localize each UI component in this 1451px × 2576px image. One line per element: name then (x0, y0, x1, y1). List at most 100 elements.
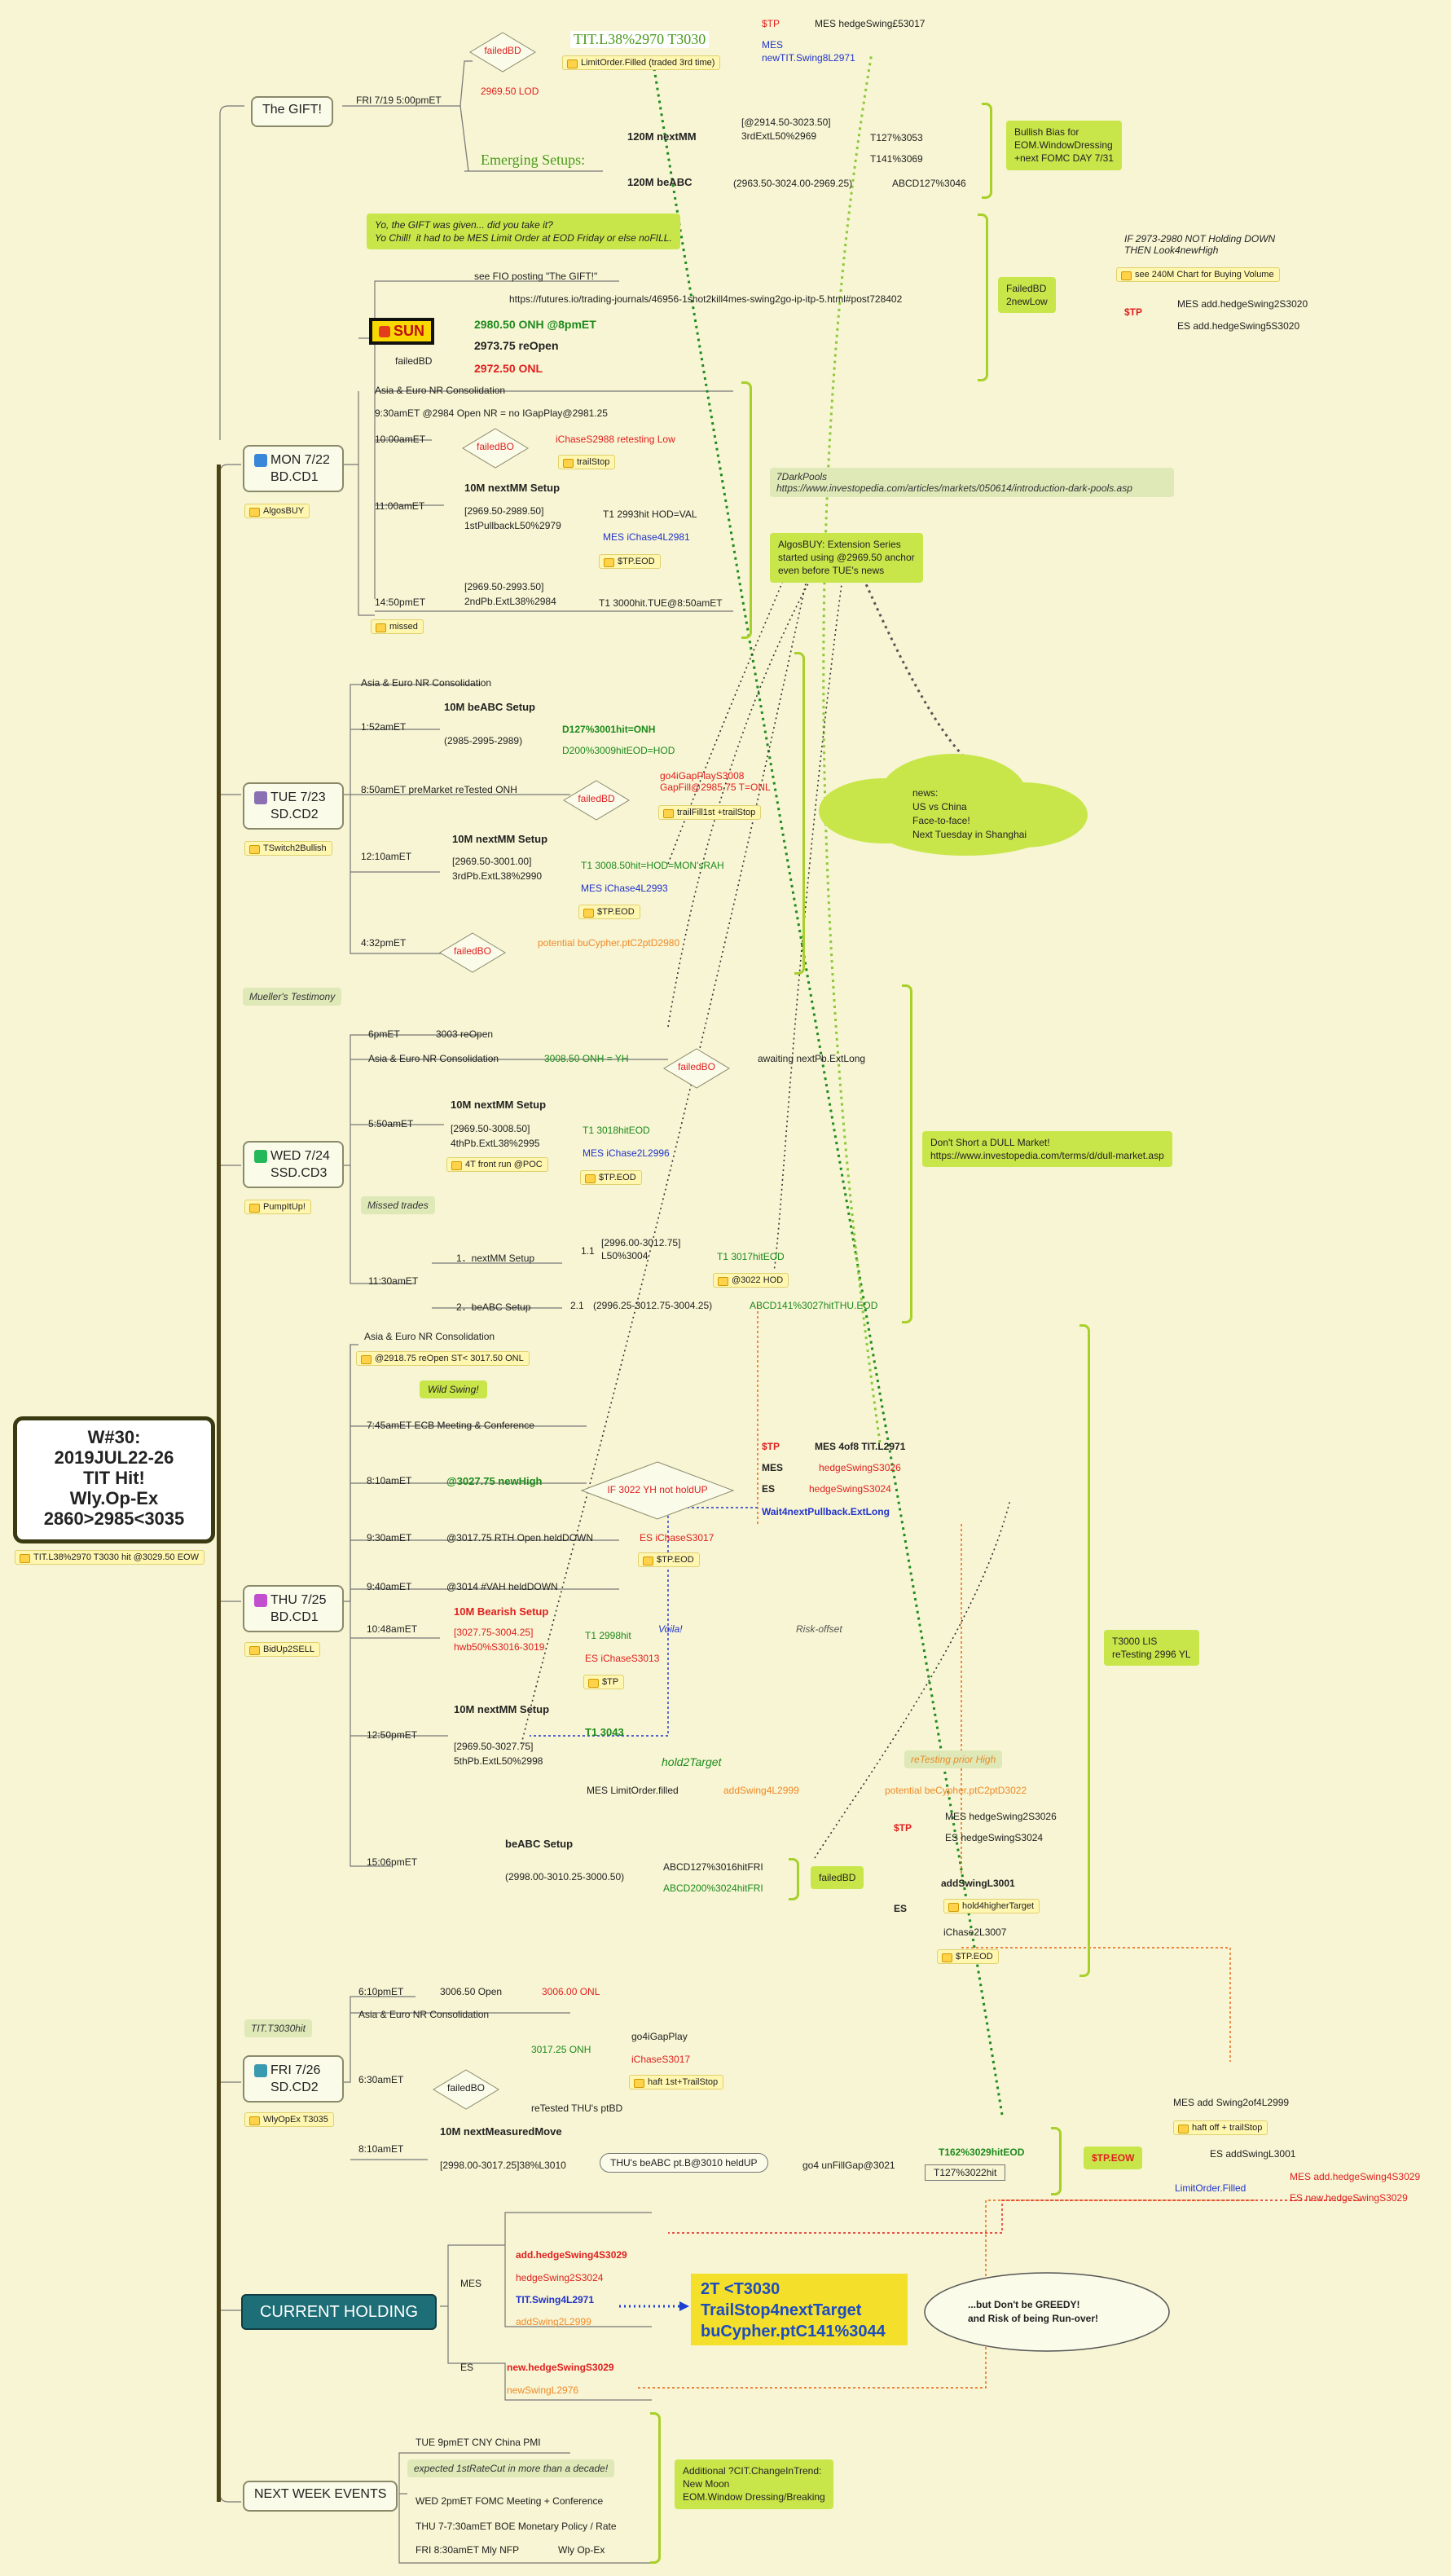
thu-es-hedge: hedgeSwingS3024 (809, 1483, 891, 1495)
thu-abcd127: ABCD127%3016hitFRI (663, 1861, 763, 1873)
tue-tp-eod: $TP.EOD (578, 905, 640, 919)
mon-range2: [2969.50-2993.50] (464, 581, 544, 592)
next-week-e6: Wly Op-Ex (558, 2544, 605, 2556)
gift-bullish-note: Bullish Bias for EOM.WindowDressing +nex… (1006, 121, 1122, 170)
tue-sub: SD.CD2 (270, 808, 319, 821)
thu-es-ichase2: ES iChaseS3013 (585, 1653, 660, 1664)
gift-be-abc-range: (2963.50-3024.00-2969.25) (733, 178, 853, 189)
holding-es: ES (460, 2362, 474, 2373)
fri-go4: go4iGapPlay (631, 2031, 688, 2042)
wed-setup: 10M nextMM Setup (451, 1099, 547, 1111)
gift-limit-order: LimitOrder.Filled (traded 3rd time) (562, 55, 721, 70)
sun-es-add: ES add.hedgeSwing5S3020 (1177, 320, 1300, 332)
thu-mes-hedge: hedgeSwingS3026 (819, 1462, 901, 1473)
root-line-3: TIT Hit! (83, 1468, 145, 1488)
next-week-topic[interactable]: NEXT WEEK EVENTS (243, 2481, 398, 2512)
sun-onl: 2972.50 ONL (474, 362, 543, 375)
wed-pb4: 4thPb.ExtL38%2995 (451, 1138, 540, 1149)
sun-topic[interactable]: SUN (369, 318, 435, 345)
wed-t550: 5:50amET (368, 1118, 414, 1129)
gift-new-tit: newTIT.Swing8L2971 (762, 52, 855, 64)
mon-trailstop: trailStop (558, 455, 616, 469)
tue-go4: go4iGapPlayS3008 GapFill@2985.75 T=ONL (660, 770, 771, 793)
fri-thu-be-label: THU's beABC pt.B@3010 heldUP (610, 2157, 758, 2169)
wed-awaiting: awaiting nextPb.ExtLong (758, 1053, 866, 1064)
mon-label: MON 7/22 (270, 453, 330, 467)
tue-d200: D200%3009hitEOD=HOD (562, 745, 675, 756)
fri-t810: 8:10amET (358, 2143, 404, 2155)
next-week-note: Additional ?CIT.ChangeInTrend: New Moon … (675, 2459, 833, 2509)
mon-range: [2969.50-2989.50] (464, 505, 544, 517)
wed-missed: Missed trades (361, 1196, 435, 1214)
wed-tag: PumpItUp! (244, 1200, 311, 1214)
tue-t1-3008: T1 3008.50hit=HOD=MON'sRAH (581, 860, 724, 871)
holding-topic[interactable]: CURRENT HOLDING (241, 2294, 437, 2330)
fri-tit-hit: TIT.T3030hit (244, 2019, 312, 2037)
wed-dull-note[interactable]: Don't Short a DULL Market! https://www.i… (922, 1131, 1172, 1168)
root-tag: TIT.L38%2970 T3030 hit @3029.50 EOW (15, 1550, 204, 1565)
fri-go4unfill: go4 unFillGap@3021 (802, 2160, 895, 2171)
thu-t1048: 10:48amET (367, 1623, 418, 1635)
thu-abcd200: ABCD200%3024hitFRI (663, 1882, 763, 1894)
thu-mes-lim: MES LimitOrder.filled (587, 1785, 679, 1796)
mon-t1450: 14:50pmET (375, 597, 426, 608)
sun-onh: 2980.50 ONH @8pmET (474, 318, 596, 331)
gift-be-abc: 120M beABC (627, 176, 693, 188)
gift-tit: TIT.L38%2970 T3030 (570, 31, 710, 48)
wed-r11: [2996.00-3012.75] (601, 1237, 681, 1248)
sun-label: SUN (394, 323, 425, 339)
root-line-2: 2019JUL22-26 (54, 1447, 174, 1468)
fri-haft-off: haft off + trailStop (1173, 2120, 1269, 2135)
sun-see240: see 240M Chart for Buying Volume (1116, 267, 1280, 282)
gift-abcd: ABCD127%3046 (892, 178, 966, 189)
holding-target: 2T <T3030 TrailStop4nextTarget buCypher.… (691, 2274, 908, 2345)
wed-r21: (2996.25-3012.75-3004.25) (593, 1300, 713, 1311)
next-week-bracket (650, 2412, 661, 2564)
tue-range: (2985-2995-2989) (444, 735, 523, 746)
gift-mes-hedge: MES hedgeSwing£53017 (815, 18, 926, 29)
tue-setup2: 10M nextMM Setup (452, 833, 548, 845)
wed-hod: @3022 HOD (713, 1273, 789, 1288)
gift-lod: 2969.50 LOD (481, 86, 539, 97)
thu-add3001: addSwingL3001 (941, 1878, 1015, 1889)
thu-range: [2969.50-3027.75] (454, 1741, 534, 1752)
fri-es-add: ES addSwingL3001 (1210, 2148, 1296, 2160)
thu-if3022: IF 3022 YH not holdUP (580, 1460, 735, 1521)
mon-dark-pools[interactable]: 7DarkPools https://www.investopedia.com/… (770, 468, 1174, 497)
thu-retest: reTesting prior High (904, 1750, 1003, 1768)
fri-retested: reTested THU's ptBD (531, 2103, 623, 2114)
wed-mueller[interactable]: Mueller's Testimony (243, 988, 342, 1006)
tue-setup: 10M beABC Setup (444, 701, 535, 713)
gift-topic[interactable]: The GIFT! (251, 96, 333, 127)
root-topic[interactable]: W#30: 2019JUL22-26 TIT Hit! Wly.Op-Ex 28… (13, 1416, 215, 1543)
sun-url[interactable]: https://futures.io/trading-journals/4695… (509, 293, 903, 305)
wed-label: WED 7/24 (270, 1149, 330, 1163)
mon-pb2: 2ndPb.ExtL38%2984 (464, 596, 556, 607)
thu-sub: BD.CD1 (270, 1610, 319, 1624)
fri-t610: 6:10pmET (358, 1986, 404, 1997)
wed-sub: SSD.CD3 (270, 1166, 328, 1180)
wed-nm2: 2．beABC Setup (456, 1301, 531, 1313)
tue-d127: D127%3001hit=ONH (562, 724, 656, 735)
mon-sub: BD.CD1 (270, 470, 319, 484)
thu-voila: Voila! (658, 1623, 683, 1635)
tue-label: TUE 7/23 (270, 790, 326, 804)
sun-reopen: 2973.75 reOpen (474, 339, 559, 352)
gift-next-mm-ext: 3rdExtL50%2969 (741, 130, 817, 142)
fri-ichase: iChaseS3017 (631, 2054, 691, 2065)
sun-if-note: IF 2973-2980 NOT Holding DOWN THEN Look4… (1124, 233, 1276, 256)
gift-bracket (982, 103, 992, 199)
next-week-e2: expected 1stRateCut in more than a decad… (407, 2459, 615, 2477)
gift-t127: T127%3053 (870, 132, 923, 143)
fri-failedbo-label: failedBO (446, 2082, 486, 2094)
mon-t1000: 10:00amET (375, 434, 426, 445)
thu-hold: hold2Target (662, 1755, 722, 1768)
fri-failedbo: failedBO (432, 2068, 500, 2111)
holding-h6: newSwingL2976 (507, 2384, 579, 2396)
mon-t1hit: T1 2993hit HOD=VAL (603, 509, 697, 520)
